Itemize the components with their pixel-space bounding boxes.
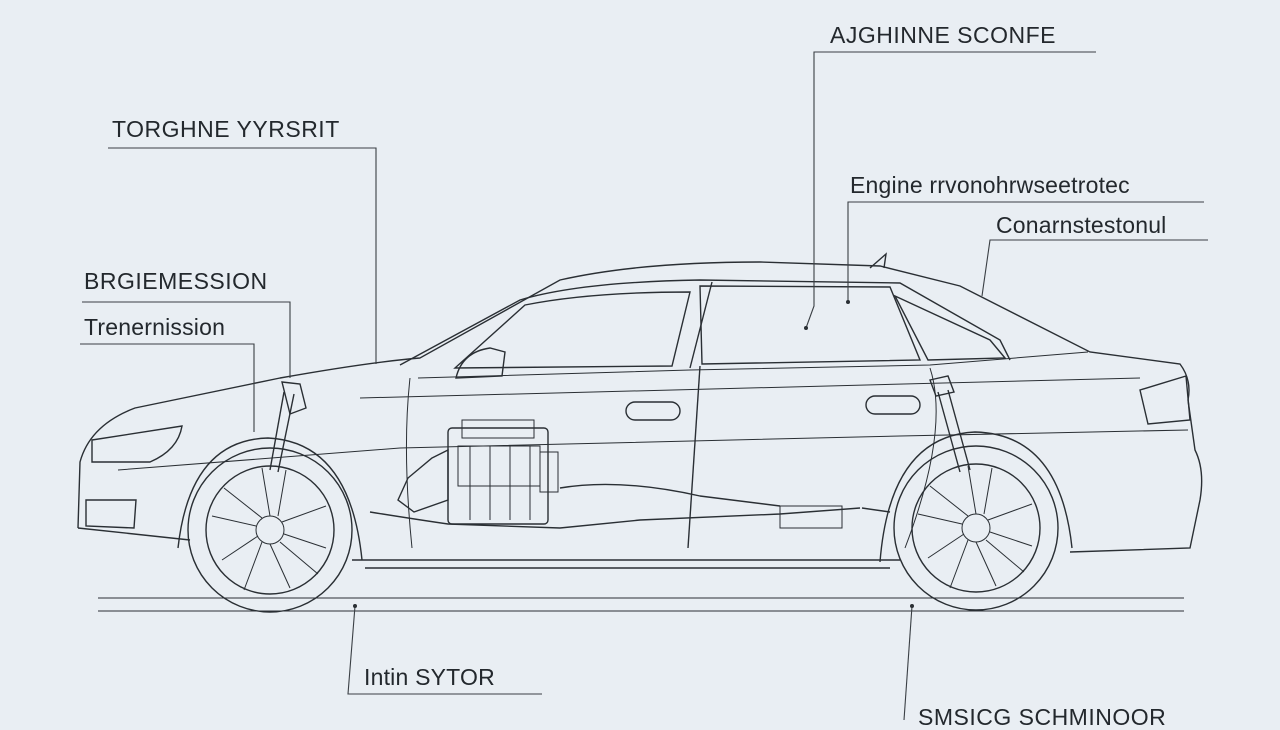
label-conarm: Conarnstestonul xyxy=(996,212,1167,238)
ground-lines xyxy=(98,597,1184,612)
engine-assembly xyxy=(369,419,891,529)
label-bottom-right: SMSICG SCHMINOOR xyxy=(918,704,1167,730)
rear-wheel xyxy=(893,445,1059,611)
label-bregie: BRGIEMESSION xyxy=(84,268,268,294)
label-engine: Engine rrvonohrwseetrotec xyxy=(850,172,1130,198)
label-top-left: TORGHNE YYRSRIT xyxy=(112,116,340,142)
leader-lines xyxy=(80,51,1208,720)
front-wheel xyxy=(187,447,353,613)
label-top-right: AJGHINNE SCONFE xyxy=(830,22,1057,48)
label-transmission: Trenernission xyxy=(84,314,226,340)
suspension-struts xyxy=(269,375,971,473)
label-bottom-center: Intin SYTOR xyxy=(364,664,495,690)
car-body xyxy=(77,252,1203,569)
